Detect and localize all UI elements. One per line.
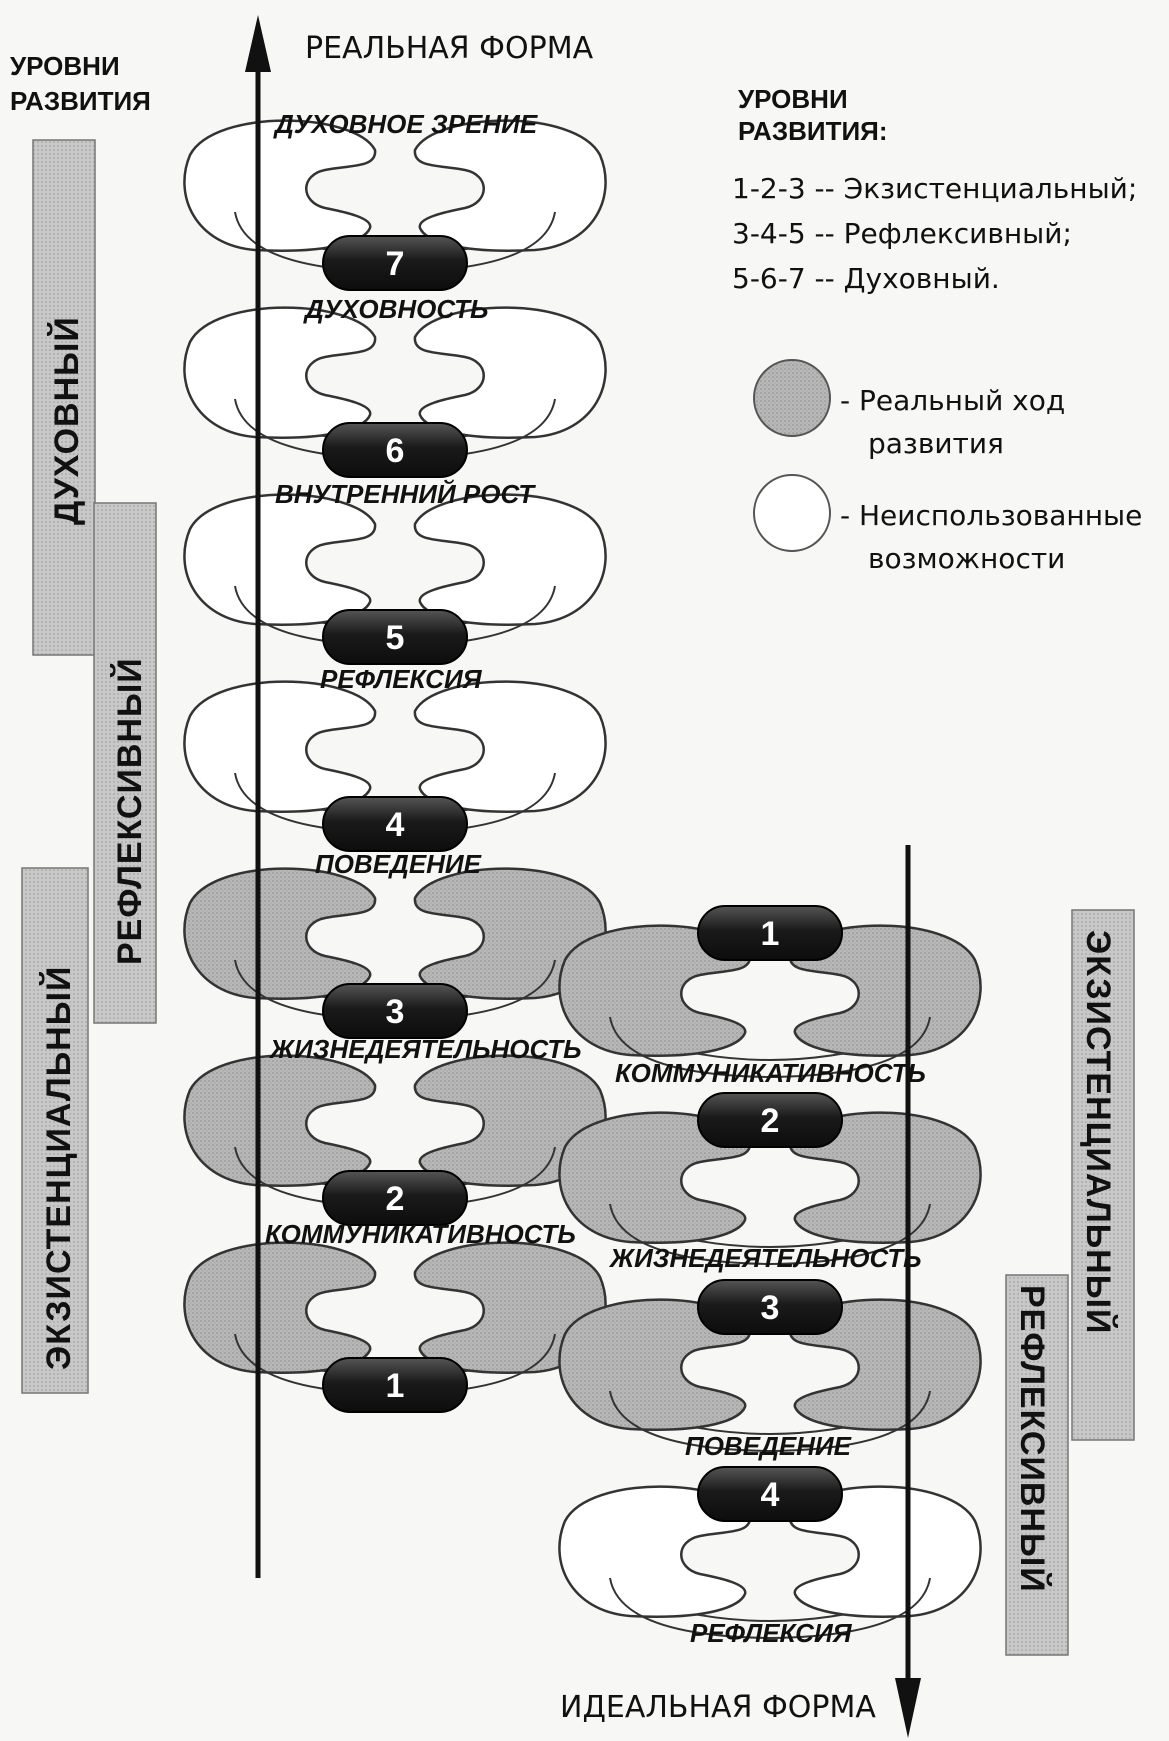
axis-top-label: РЕАЛЬНАЯ ФОРМА xyxy=(305,31,594,66)
legend-level-1: 1-2-3 -- Экзистенциальный; xyxy=(732,172,1137,205)
band-spiritual-left xyxy=(32,139,96,656)
left-header-line1: УРОВНИ xyxy=(10,51,120,81)
legend-empty-label-line2: возможности xyxy=(868,542,1065,575)
legend-empty-label-line1: - Неиспользованные xyxy=(840,499,1142,532)
left-stage-badge-4: 3 xyxy=(322,983,468,1039)
left-levels-header: УРОВНИ РАЗВИТИЯ xyxy=(10,51,151,116)
ideal-form-axis: ИДЕАЛЬНАЯ ФОРМА xyxy=(560,845,921,1738)
right-stage-badge-1: 2 xyxy=(697,1092,843,1148)
right-stage-number-1: 2 xyxy=(761,1102,780,1140)
left-stage-number-6: 1 xyxy=(386,1367,405,1405)
right-stage-shape-1 xyxy=(558,1111,982,1266)
band-reflexive-right-label: РЕФЛЕКСИВНЫЙ xyxy=(1013,1285,1052,1593)
left-stage-label-0: ДУХОВНОЕ ЗРЕНИЕ xyxy=(273,109,538,139)
band-existential-left xyxy=(21,867,89,1394)
left-stage-shape-0 xyxy=(183,119,607,274)
legend-empty-swatch xyxy=(753,474,831,552)
band-existential-right-label: ЭКЗИСТЕНЦИАЛЬНЫЙ xyxy=(1079,930,1118,1334)
left-stage-shape-5 xyxy=(183,1054,607,1209)
right-development-column: 1 2 3 4 КОММУНИКАТИВНОСТЬ ЖИЗНЕДЕЯТЕЛЬНОСТЬ ПО… xyxy=(558,905,982,1648)
right-stage-badge-3: 4 xyxy=(697,1466,843,1522)
left-stage-shape-6 xyxy=(183,1241,607,1396)
legend: УРОВНИ РАЗВИТИЯ: 1-2-3 -- Экзистенциальн… xyxy=(732,84,1142,575)
real-form-axis: РЕАЛЬНАЯ ФОРМА xyxy=(245,15,594,1578)
right-stage-label-2: ПОВЕДЕНИЕ xyxy=(685,1431,852,1461)
left-stage-badge-6: 1 xyxy=(322,1357,468,1413)
legend-level-2: 3-4-5 -- Рефлексивный; xyxy=(732,217,1072,250)
band-existential-left-label: ЭКЗИСТЕНЦИАЛЬНЫЙ xyxy=(39,966,78,1370)
left-stage-badge-2: 5 xyxy=(322,609,468,665)
left-stage-label-2: ВНУТРЕННИЙ РОСТ xyxy=(275,479,536,509)
right-stage-shape-2 xyxy=(558,1298,982,1453)
left-stage-number-5: 2 xyxy=(386,1180,405,1218)
left-stage-badge-1: 6 xyxy=(322,422,468,478)
legend-filled-label-line1: - Реальный ход xyxy=(840,384,1065,417)
left-stage-badge-5: 2 xyxy=(322,1170,468,1226)
band-spiritual-left-label: ДУХОВНЫЙ xyxy=(47,316,86,525)
legend-filled-swatch xyxy=(753,359,831,437)
left-stage-number-3: 4 xyxy=(386,806,405,844)
left-stage-number-4: 3 xyxy=(386,993,405,1031)
axis-bottom-label: ИДЕАЛЬНАЯ ФОРМА xyxy=(560,1690,876,1725)
left-header-line2: РАЗВИТИЯ xyxy=(10,86,151,116)
right-stage-label-1: ЖИЗНЕДЕЯТЕЛЬНОСТЬ xyxy=(608,1243,922,1273)
left-stage-shape-1 xyxy=(183,306,607,461)
right-level-bands: ЭКЗИСТЕНЦИАЛЬНЫЙ РЕФЛЕКСИВНЫЙ xyxy=(1005,909,1135,1656)
right-stage-label-0: КОММУНИКАТИВНОСТЬ xyxy=(615,1058,926,1088)
right-stage-shape-0 xyxy=(558,924,982,1079)
left-stage-label-4: ПОВЕДЕНИЕ xyxy=(315,849,482,879)
band-reflexive-right xyxy=(1005,1274,1069,1656)
left-stage-label-6: КОММУНИКАТИВНОСТЬ xyxy=(265,1219,576,1249)
left-stage-label-5: ЖИЗНЕДЕЯТЕЛЬНОСТЬ xyxy=(268,1034,582,1064)
band-reflexive-left xyxy=(93,502,157,1024)
left-development-column: 7 6 5 4 3 2 1 ДУХОВНОЕ ЗРЕНИЕ ДУХОВНОСТЬ ВНУТРЕНН… xyxy=(183,109,607,1413)
left-level-bands: ДУХОВНЫЙ РЕФЛЕКСИВНЫЙ ЭКЗИСТЕНЦИАЛЬНЫЙ xyxy=(21,139,157,1394)
left-stage-shape-2 xyxy=(183,493,607,648)
arrow-down-icon xyxy=(895,1678,921,1738)
right-stage-number-0: 1 xyxy=(761,915,780,953)
right-stage-badge-2: 3 xyxy=(697,1279,843,1335)
legend-title: УРОВНИ xyxy=(738,84,848,114)
legend-title-line2: РАЗВИТИЯ: xyxy=(738,116,888,146)
left-stage-number-1: 6 xyxy=(386,432,405,470)
right-stage-badge-0: 1 xyxy=(697,905,843,961)
left-stage-number-2: 5 xyxy=(386,619,405,657)
left-stage-badge-3: 4 xyxy=(322,796,468,852)
legend-level-3: 5-6-7 -- Духовный. xyxy=(732,262,1000,295)
left-stage-label-1: ДУХОВНОСТЬ xyxy=(303,294,488,324)
right-stage-label-3: РЕФЛЕКСИЯ xyxy=(690,1618,853,1648)
band-existential-right xyxy=(1071,909,1135,1441)
left-stage-label-3: РЕФЛЕКСИЯ xyxy=(320,664,483,694)
left-stage-shape-4 xyxy=(183,867,607,1022)
right-stage-number-3: 4 xyxy=(761,1476,780,1514)
band-reflexive-left-label: РЕФЛЕКСИВНЫЙ xyxy=(110,657,149,965)
arrow-up-icon xyxy=(245,15,271,72)
left-stage-number-0: 7 xyxy=(386,245,405,283)
legend-filled-label-line2: развития xyxy=(868,427,1004,460)
left-stage-badge-0: 7 xyxy=(322,235,468,291)
right-stage-number-2: 3 xyxy=(761,1289,780,1327)
